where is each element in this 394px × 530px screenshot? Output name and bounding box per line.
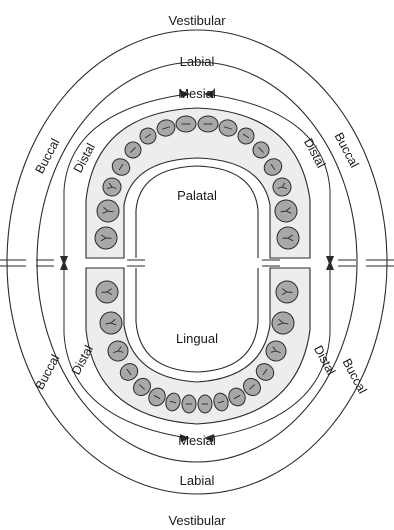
arrowhead-distal-lower-left [60, 260, 68, 270]
label-lingual: Lingual [176, 331, 218, 346]
label-buccal-lower-right: Buccal [340, 356, 370, 396]
label-distal-lower-right: Distal [311, 343, 338, 377]
label-palatal: Palatal [177, 188, 217, 203]
arrowhead-distal-lower-right [326, 260, 334, 270]
upper-left-tooth [95, 227, 118, 250]
palate-outline [136, 166, 258, 258]
label-mesial-top: Mesial [178, 86, 216, 101]
label-distal-lower-left: Distal [69, 343, 96, 377]
label-mesial-bottom: Mesial [178, 433, 216, 448]
lower-right-tooth [198, 395, 212, 413]
label-vestibular-bottom: Vestibular [168, 513, 226, 528]
lower-left-tooth [182, 395, 196, 413]
midline-ticks [0, 260, 394, 266]
label-buccal-lower-left: Buccal [32, 352, 62, 392]
label-vestibular-top: Vestibular [168, 13, 226, 28]
tongue-outline [136, 268, 258, 372]
label-labial-bottom: Labial [180, 473, 215, 488]
upper-right-tooth [277, 227, 300, 250]
label-buccal-upper-left: Buccal [32, 136, 62, 176]
label-labial-top: Labial [180, 54, 215, 69]
upper-left-tooth [176, 116, 196, 132]
upper-right-tooth [198, 116, 218, 132]
